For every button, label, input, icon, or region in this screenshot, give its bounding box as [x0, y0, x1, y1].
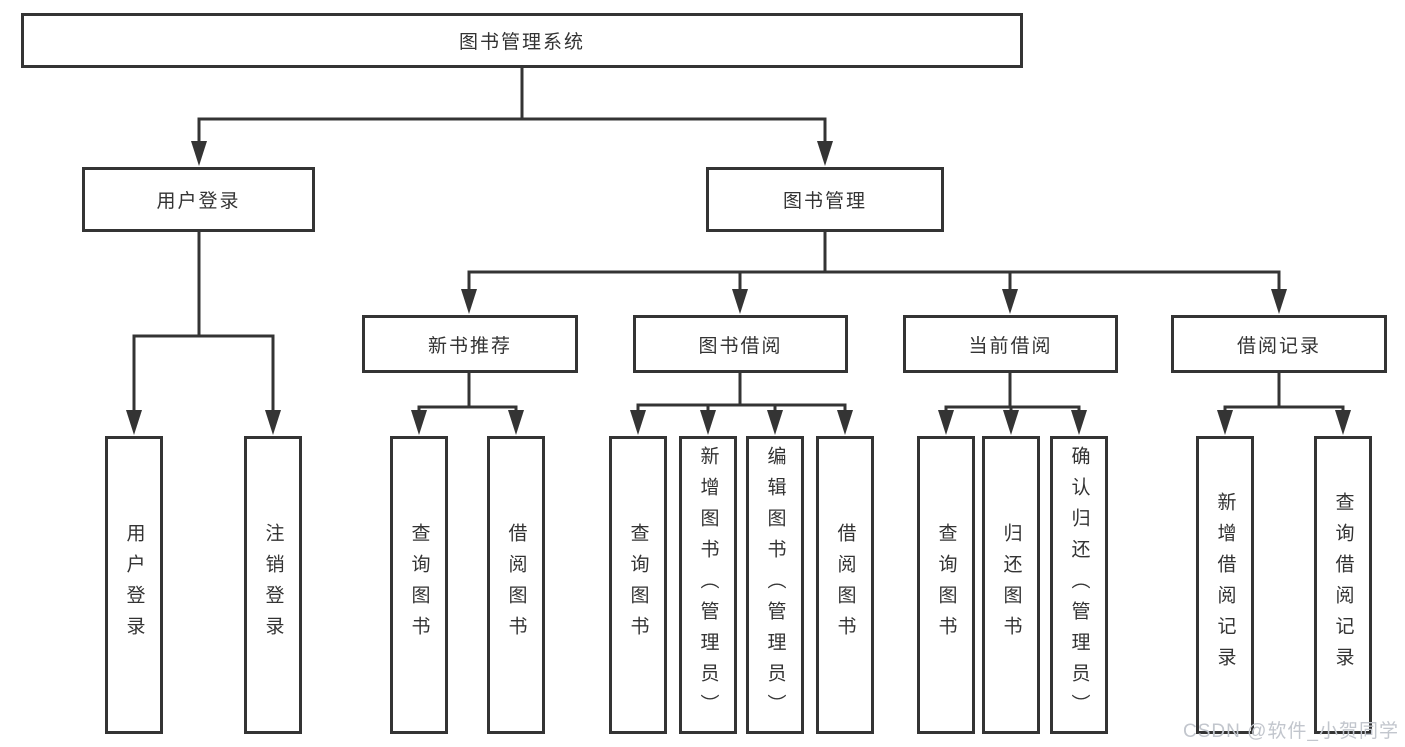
node-add-borrow-record: 新增借阅记录 — [1196, 436, 1254, 734]
node-new-book-recommendation: 新书推荐 — [362, 315, 578, 373]
node-edit-book-admin: 编辑图书（管理员） — [746, 436, 804, 734]
node-library-management-system: 图书管理系统 — [21, 13, 1023, 68]
node-label: 新增图书（管理员） — [697, 445, 719, 725]
node-borrowing-records: 借阅记录 — [1171, 315, 1387, 373]
node-user-login-action: 用户登录 — [105, 436, 163, 734]
node-label: 查询图书 — [627, 523, 649, 647]
node-query-books-borrow: 查询图书 — [609, 436, 667, 734]
node-label: 借阅图书 — [834, 523, 856, 647]
node-label: 编辑图书（管理员） — [764, 445, 786, 725]
node-label: 图书管理 — [782, 191, 867, 212]
node-current-borrowing: 当前借阅 — [903, 315, 1118, 373]
node-label: 注销登录 — [262, 523, 284, 647]
node-label: 查询借阅记录 — [1332, 492, 1354, 678]
node-add-book-admin: 新增图书（管理员） — [679, 436, 737, 734]
node-confirm-return-admin: 确认归还（管理员） — [1050, 436, 1108, 734]
node-label: 图书管理系统 — [458, 32, 585, 53]
node-query-books-recommend: 查询图书 — [390, 436, 448, 734]
node-borrow-books-action: 借阅图书 — [816, 436, 874, 734]
node-query-books-current: 查询图书 — [917, 436, 975, 734]
node-book-management: 图书管理 — [706, 167, 944, 232]
node-query-borrow-record: 查询借阅记录 — [1314, 436, 1372, 734]
node-borrow-books-recommend: 借阅图书 — [487, 436, 545, 734]
node-label: 新书推荐 — [427, 335, 512, 357]
csdn-watermark: CSDN @软件_小贺同学 — [1183, 721, 1399, 742]
node-label: 用户登录 — [156, 191, 241, 212]
node-label: 借阅记录 — [1236, 335, 1321, 357]
node-label: 查询图书 — [408, 523, 430, 647]
node-book-borrowing: 图书借阅 — [633, 315, 848, 373]
node-label: 图书借阅 — [698, 335, 783, 357]
node-label: 确认归还（管理员） — [1068, 445, 1090, 725]
node-label: 用户登录 — [123, 523, 145, 647]
node-logout: 注销登录 — [244, 436, 302, 734]
node-label: 当前借阅 — [968, 335, 1053, 357]
node-label: 借阅图书 — [505, 523, 527, 647]
node-label: 查询图书 — [935, 523, 957, 647]
node-return-book: 归还图书 — [982, 436, 1040, 734]
node-label: 归还图书 — [1000, 523, 1022, 647]
node-label: 新增借阅记录 — [1214, 492, 1236, 678]
node-user-login: 用户登录 — [82, 167, 315, 232]
